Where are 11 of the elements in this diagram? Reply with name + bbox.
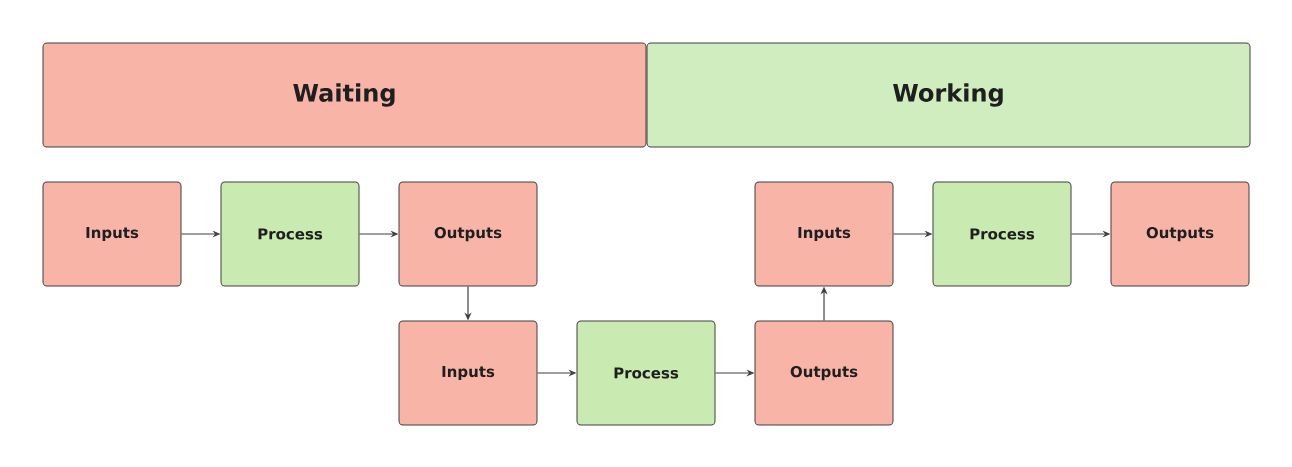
- process-box: Inputs: [754, 181, 894, 287]
- process-box: Outputs: [398, 181, 538, 287]
- phase-band: Working: [646, 42, 1251, 148]
- process-box: Process: [932, 181, 1072, 287]
- process-box: Process: [576, 320, 716, 426]
- process-box: Outputs: [754, 320, 894, 426]
- phase-band: Waiting: [42, 42, 647, 148]
- process-box: Outputs: [1110, 181, 1250, 287]
- process-box: Process: [220, 181, 360, 287]
- process-box: Inputs: [398, 320, 538, 426]
- process-box: Inputs: [42, 181, 182, 287]
